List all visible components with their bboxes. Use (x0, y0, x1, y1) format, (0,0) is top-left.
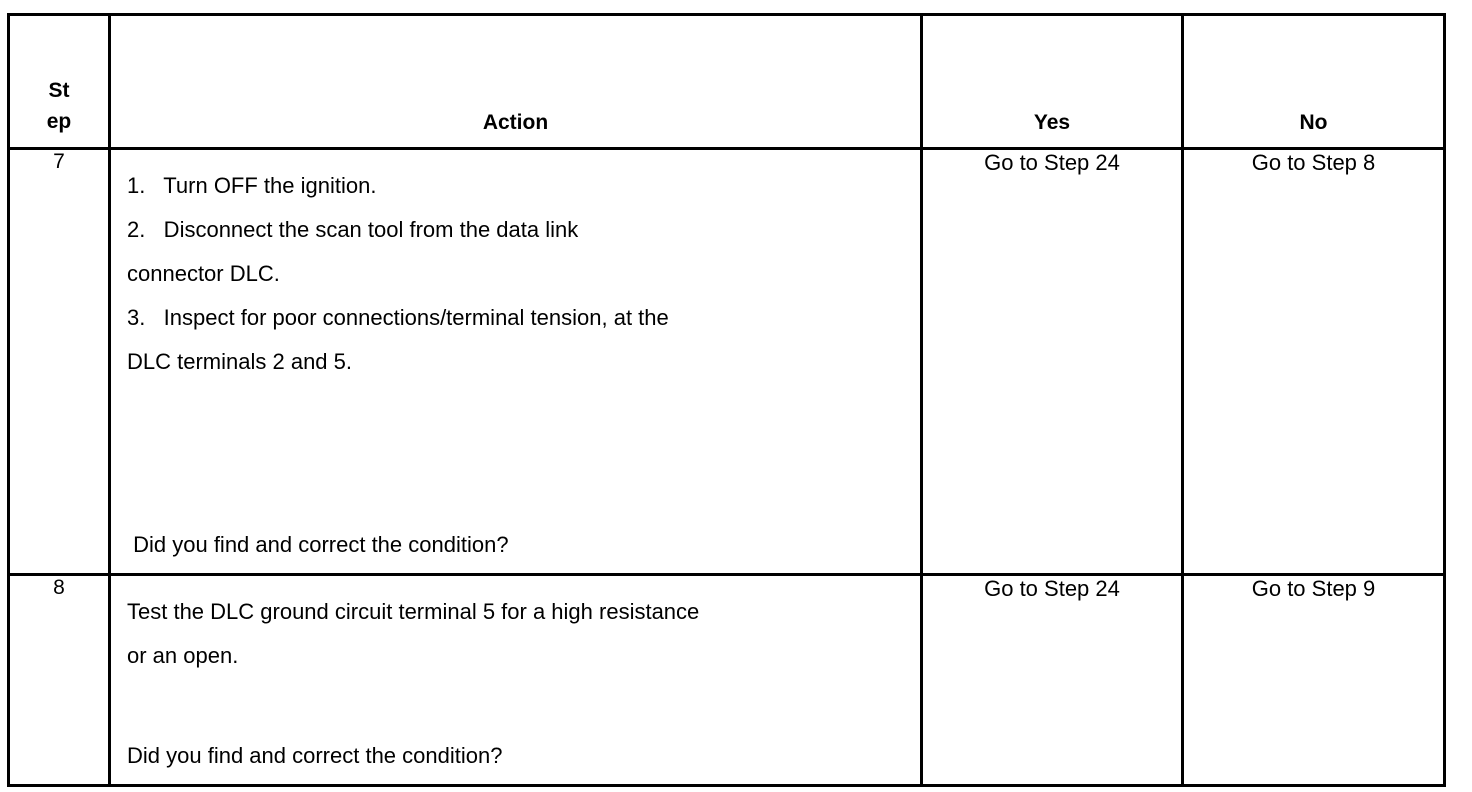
action-line: 1. Turn OFF the ignition. (127, 173, 377, 198)
column-header-no-text: No (1299, 111, 1328, 135)
action-line: 3. Inspect for poor connections/terminal… (127, 305, 669, 330)
step-no-cell: Go to Step 8 (1181, 147, 1446, 576)
action-line: Test the DLC ground circuit terminal 5 f… (127, 599, 700, 624)
action-line: DLC terminals 2 and 5. (127, 349, 352, 374)
step-yes-text: Go to Step 24 (984, 576, 1120, 601)
step-action-question: Did you find and correct the condition? (127, 523, 912, 567)
action-question-line: Did you find and correct the condition? (127, 532, 509, 557)
step-yes-cell: Go to Step 24 (920, 147, 1184, 576)
step-number-cell: 7 (7, 147, 111, 576)
diagnostic-steps-table: St ep Action Yes No 7 (7, 13, 1446, 787)
step-action-instructions: 1. Turn OFF the ignition. 2. Disconnect … (127, 164, 912, 384)
column-header-no: No (1181, 13, 1446, 150)
step-action-question: Did you find and correct the condition? (127, 734, 912, 778)
step-action-instructions: Test the DLC ground circuit terminal 5 f… (127, 590, 912, 678)
action-line: or an open. (127, 643, 239, 668)
column-header-step-line1: St (48, 79, 70, 103)
column-header-step: St ep (7, 13, 111, 150)
step-no-text: Go to Step 9 (1251, 576, 1376, 601)
step-action-content: Test the DLC ground circuit terminal 5 f… (111, 576, 920, 784)
table-row: 7 1. Turn OFF the ignition. 2. Disconnec… (7, 147, 1446, 576)
action-line: connector DLC. (127, 261, 280, 286)
column-header-yes-text: Yes (1033, 111, 1071, 135)
table-header-row: St ep Action Yes No (7, 13, 1446, 150)
action-spacer (127, 678, 912, 734)
step-yes-cell: Go to Step 24 (920, 573, 1184, 787)
action-spacer (127, 384, 912, 523)
step-no-text: Go to Step 8 (1251, 150, 1376, 175)
column-header-yes: Yes (920, 13, 1184, 150)
column-header-step-line2: ep (46, 109, 72, 133)
step-action-content: 1. Turn OFF the ignition. 2. Disconnect … (111, 150, 920, 573)
column-header-action-text: Action (482, 111, 549, 135)
action-line: 2. Disconnect the scan tool from the dat… (127, 217, 579, 242)
action-question-line: Did you find and correct the condition? (127, 743, 503, 768)
step-action-cell: 1. Turn OFF the ignition. 2. Disconnect … (108, 147, 923, 576)
step-no-cell: Go to Step 9 (1181, 573, 1446, 787)
column-header-action: Action (108, 13, 923, 150)
step-number-cell: 8 (7, 573, 111, 787)
step-yes-text: Go to Step 24 (984, 150, 1120, 175)
table-row: 8 Test the DLC ground circuit terminal 5… (7, 573, 1446, 787)
step-action-cell: Test the DLC ground circuit terminal 5 f… (108, 573, 923, 787)
column-header-step-text: St ep (10, 76, 108, 147)
